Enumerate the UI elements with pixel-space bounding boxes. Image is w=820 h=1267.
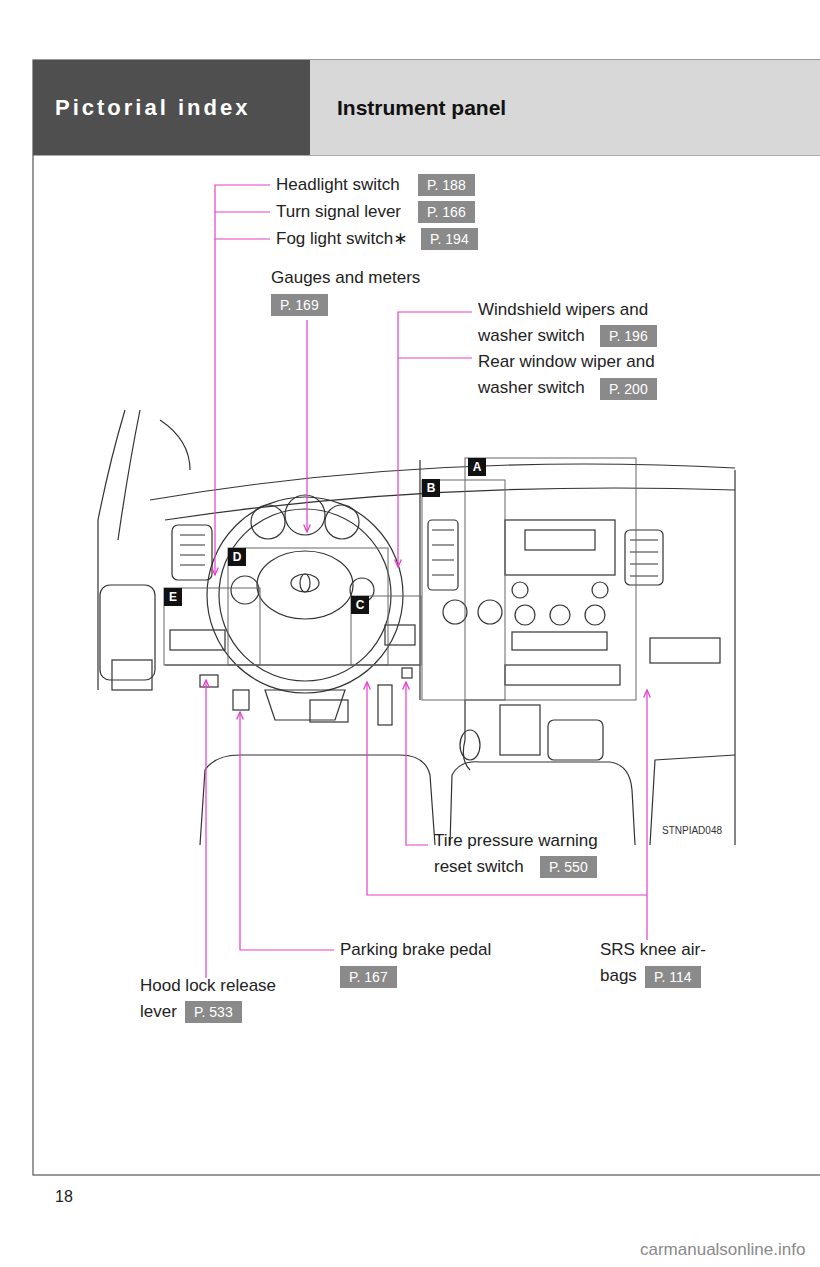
page-reference: P. 188 — [418, 174, 475, 196]
car-interior-drawing — [98, 410, 735, 845]
group-brackets — [164, 458, 636, 700]
page-reference-text: P. 196 — [609, 325, 648, 347]
part-name: Parking brake pedal — [340, 937, 540, 963]
part-name: Gauges and meters — [271, 265, 491, 291]
page-frame — [33, 60, 820, 1175]
part-name: SRS knee air- bags — [600, 937, 720, 989]
page-reference: P. 200 — [600, 378, 657, 400]
page-number: 18 — [55, 1187, 95, 1207]
page-reference-text: P. 188 — [427, 174, 466, 196]
watermark: carmanualsonline.info — [640, 1240, 818, 1260]
page-reference: P. 194 — [421, 228, 478, 250]
callout-letter-text: B — [422, 479, 440, 497]
header-band-text: Pictorial index — [55, 95, 250, 121]
page-reference: P. 166 — [418, 201, 475, 223]
page-reference-text: P. 169 — [280, 294, 319, 316]
part-name: Turn signal lever — [276, 199, 476, 225]
callout-letter: A — [468, 458, 486, 476]
callout-letter: E — [164, 588, 182, 606]
callout-letter: D — [228, 548, 246, 566]
page-reference: P. 196 — [600, 325, 657, 347]
page-reference: P. 114 — [645, 966, 701, 988]
page-reference: P. 167 — [340, 966, 397, 988]
section-band-text: Instrument panel — [337, 96, 506, 120]
part-name: Rear window wiper and washer switch — [478, 349, 678, 401]
page-reference-text: P. 114 — [654, 966, 692, 988]
callout-letter: C — [351, 596, 369, 614]
page-reference-text: P. 200 — [609, 378, 648, 400]
header-band: Pictorial index — [33, 60, 310, 155]
callout-letter-text: A — [468, 458, 486, 476]
part-name: Headlight switch — [276, 172, 476, 198]
part-name: Fog light switch∗ — [276, 226, 476, 252]
callout-letter-text: E — [164, 588, 182, 606]
callout-letter-text: C — [351, 596, 369, 614]
page-reference-text: P. 533 — [194, 1001, 233, 1023]
section-band: Instrument panel — [310, 60, 820, 155]
callout-letter: B — [422, 479, 440, 497]
part-name: Hood lock release lever — [140, 973, 300, 1025]
page-reference-text: P. 167 — [349, 966, 388, 988]
callout-letter-text: D — [228, 548, 246, 566]
figure-code: STNPIAD048 — [662, 825, 742, 837]
part-name: Tire pressure warning reset switch — [434, 828, 620, 880]
page-reference: P. 550 — [540, 856, 597, 878]
page-reference-text: P. 550 — [549, 856, 588, 878]
page-reference: P. 169 — [271, 294, 328, 316]
page-reference-text: P. 194 — [430, 228, 469, 250]
part-name: Windshield wipers and washer switch — [478, 297, 678, 349]
page-reference-text: P. 166 — [427, 201, 466, 223]
page-reference: P. 533 — [185, 1001, 242, 1023]
